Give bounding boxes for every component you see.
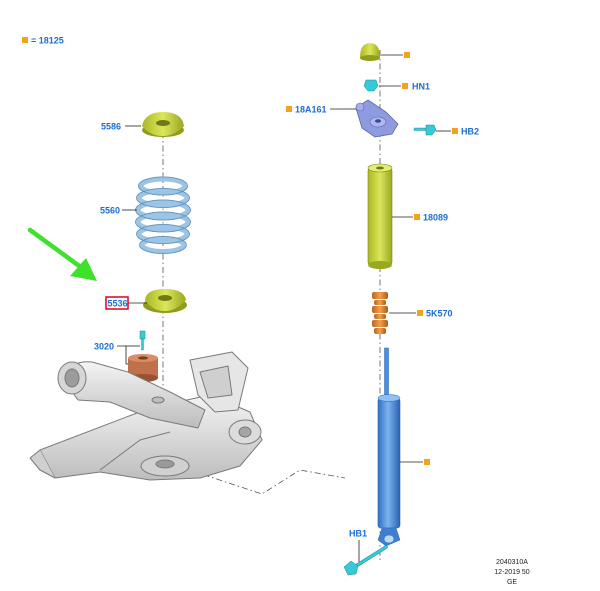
- marker-18a161: [286, 106, 292, 112]
- reference-line-1: 2040310A: [496, 559, 528, 566]
- label-5k570: 5K570: [426, 309, 453, 319]
- marker-5k570: [417, 310, 423, 316]
- legend-text: = 18125: [31, 36, 64, 46]
- upper-spring-seat: [142, 112, 184, 137]
- marker-dust-cap: [404, 52, 410, 58]
- bolt-hb2: [413, 124, 437, 136]
- marker-hn1: [402, 83, 408, 89]
- coil-spring: [135, 176, 191, 254]
- label-hb1: HB1: [349, 529, 367, 539]
- marker-hb2: [452, 128, 458, 134]
- label-18a161: 18A161: [295, 105, 327, 115]
- connector-line: [164, 461, 346, 495]
- reference-line-3: GE: [507, 579, 517, 586]
- label-5586: 5586: [101, 122, 121, 132]
- marker-shock-absorber: [424, 459, 430, 465]
- nut-hn1: [363, 79, 379, 92]
- label-5560: 5560: [100, 206, 120, 216]
- label-hb2: HB2: [461, 127, 479, 137]
- highlight-box: [105, 296, 129, 310]
- suspension-arm: [29, 351, 263, 481]
- legend-marker: [22, 37, 28, 43]
- reference-line-2: 12-2019 50: [494, 569, 530, 576]
- lower-spring-insulator: [143, 289, 187, 313]
- label-5536: 5536: [108, 299, 128, 309]
- green-arrow-icon: [27, 227, 97, 281]
- dust-boot: [367, 163, 393, 269]
- shock-absorber: [377, 347, 401, 547]
- upper-mount: [355, 99, 399, 138]
- label-hn1: HN1: [412, 82, 430, 92]
- label-3020: 3020: [94, 342, 114, 352]
- bolt-3020: [139, 330, 146, 351]
- dust-cap: [360, 43, 380, 61]
- bolt-hb1: [343, 545, 388, 576]
- label-18089: 18089: [423, 213, 448, 223]
- marker-18089: [414, 214, 420, 220]
- bump-stop: [372, 292, 388, 334]
